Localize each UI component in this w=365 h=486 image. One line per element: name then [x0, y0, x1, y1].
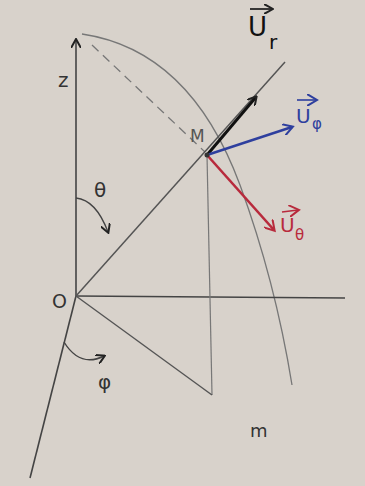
theta-arc	[76, 198, 108, 232]
dashed-line	[92, 45, 205, 152]
vector-label: U	[248, 14, 267, 40]
vector-arrow	[297, 99, 316, 101]
point-label: m	[250, 422, 268, 440]
angle-label: θ	[94, 180, 106, 200]
point-label: M	[190, 128, 205, 145]
phi-arc	[64, 342, 104, 360]
z-axis	[75, 40, 77, 296]
vector-subscript: θ	[295, 228, 304, 243]
axis-label: z	[58, 70, 69, 90]
unit-vector-phi	[207, 127, 292, 155]
vector-arrow	[250, 8, 272, 10]
vector-subscript: φ	[312, 117, 322, 132]
meridian-arc	[82, 34, 292, 385]
vector-arrow	[282, 210, 298, 212]
point-m	[205, 153, 210, 158]
angle-label: φ	[98, 372, 111, 392]
horizontal-projection	[76, 296, 212, 395]
unit-vector-theta	[207, 155, 274, 230]
vector-label: U	[280, 215, 295, 235]
radius-line	[76, 62, 285, 296]
vector-label: U	[296, 106, 311, 126]
vector-subscript: r	[269, 32, 277, 52]
vertical-projection	[207, 155, 212, 395]
origin-label: O	[52, 292, 67, 311]
x-axis	[30, 296, 76, 478]
